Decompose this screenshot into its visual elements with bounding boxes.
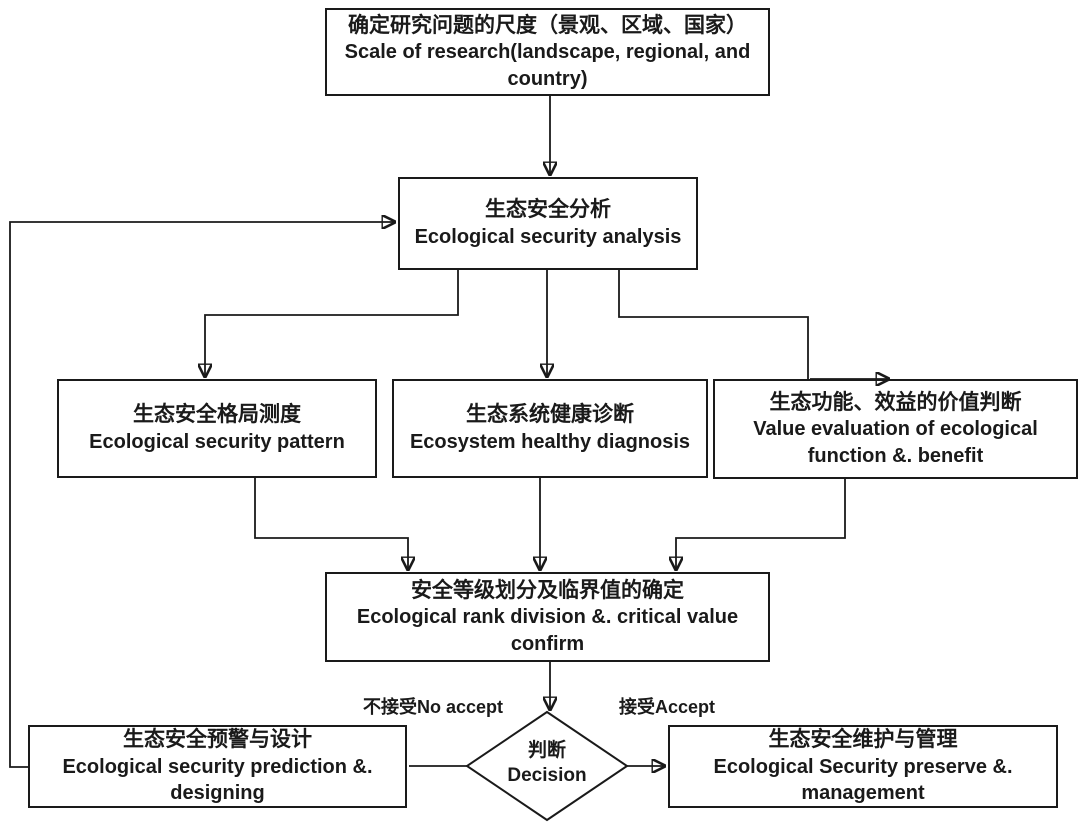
node-decision-en-label: Decision: [507, 765, 587, 786]
node-health-zh-label: 生态系统健康诊断: [466, 403, 634, 427]
arrow-value-to-rank: [676, 479, 846, 571]
node-scale-of-research: 确定研究问题的尺度（景观、区域、国家） Scale of research(la…: [325, 8, 770, 96]
node-scale-en-label: Scale of research(landscape, regional, a…: [344, 41, 751, 90]
node-preserve-zh-label: 生态安全维护与管理: [768, 728, 958, 752]
node-prediction-zh-label: 生态安全预警与设计: [123, 728, 312, 752]
node-security-prediction-designing: 生态安全预警与设计 Ecological security prediction…: [28, 725, 407, 808]
node-pattern-en-label: Ecological security pattern: [89, 431, 345, 454]
node-analysis-zh-label: 生态安全分析: [485, 198, 611, 222]
node-ecological-security-pattern: 生态安全格局测度 Ecological security pattern: [57, 379, 377, 478]
node-ecological-security-analysis: 生态安全分析 Ecological security analysis: [398, 177, 698, 270]
node-rank-zh-label: 安全等级划分及临界值的确定: [411, 578, 684, 602]
arrow-feedback-prediction-to-analysis: [9, 222, 396, 768]
edge-label-no-accept: 不接受No accept: [362, 697, 504, 717]
node-decision-zh-label: 判断: [527, 740, 566, 762]
arrow-pattern-to-rank: [254, 478, 408, 571]
node-value-en-label: Value evaluation of ecological function …: [753, 418, 1038, 467]
arrow-analysis-to-pattern: [205, 270, 459, 378]
node-analysis-en-label: Ecological security analysis: [414, 226, 682, 249]
node-value-evaluation: 生态功能、效益的价值判断 Value evaluation of ecologi…: [713, 379, 1078, 479]
node-decision: 判断 Decision: [467, 712, 627, 816]
node-rank-division: 安全等级划分及临界值的确定 Ecological rank division &…: [325, 572, 770, 662]
node-prediction-en-label: Ecological security prediction &. design…: [62, 755, 373, 805]
node-preserve-en-label: Ecological Security preserve &. manageme…: [713, 755, 1013, 805]
node-ecosystem-healthy-diagnosis: 生态系统健康诊断 Ecosystem healthy diagnosis: [392, 379, 708, 478]
node-value-zh-label: 生态功能、效益的价值判断: [769, 390, 1022, 414]
node-rank-en-label: Ecological rank division &. critical val…: [356, 606, 739, 655]
edge-label-accept: 接受Accept: [618, 697, 716, 717]
line-analysis-to-value-stem: [618, 270, 809, 379]
node-pattern-zh-label: 生态安全格局测度: [133, 403, 301, 427]
node-scale-zh-label: 确定研究问题的尺度（景观、区域、国家）: [348, 13, 747, 37]
node-health-en-label: Ecosystem healthy diagnosis: [409, 431, 691, 454]
node-security-preserve-management: 生态安全维护与管理 Ecological Security preserve &…: [668, 725, 1058, 808]
